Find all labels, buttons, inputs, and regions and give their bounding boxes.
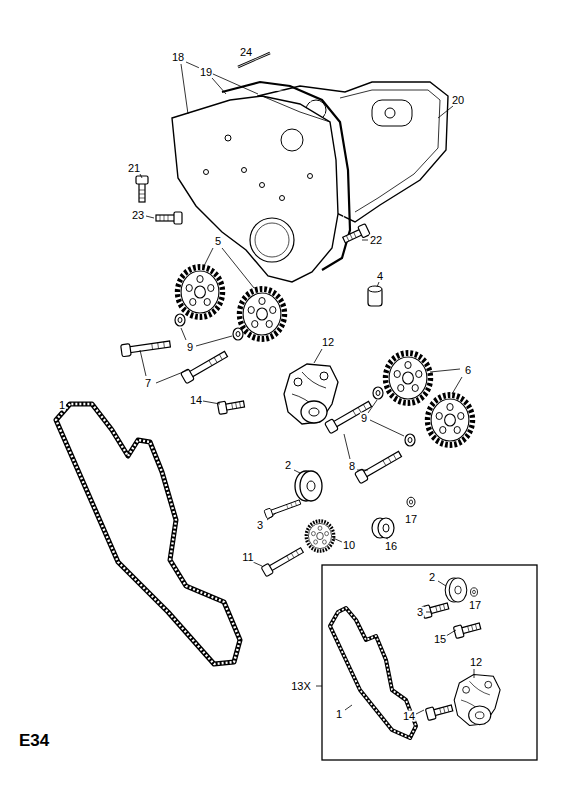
callout-number: 20: [451, 95, 465, 106]
callout-number: 2: [428, 572, 436, 583]
callout-number: 3: [416, 607, 424, 618]
callout-number: 1: [58, 400, 66, 411]
callout-number: 8: [348, 461, 356, 472]
callout-number: 9: [186, 342, 194, 353]
callout-number: 12: [321, 337, 335, 348]
callout-number: 7: [144, 378, 152, 389]
callout-number: 15: [433, 634, 447, 645]
callout-number: 12: [469, 657, 483, 668]
callout-number: 5: [214, 236, 222, 247]
callout-number: 17: [404, 514, 418, 525]
callout-number: 13X: [290, 681, 312, 692]
callout-number: 16: [384, 541, 398, 552]
callout-number: 9: [360, 413, 368, 424]
callout-number: 17: [468, 600, 482, 611]
callout-number: 14: [402, 711, 416, 722]
callout-number: 3: [256, 520, 264, 531]
callout-number: 2: [284, 460, 292, 471]
callout-number: 23: [131, 210, 145, 221]
callout-number: 18: [171, 52, 185, 63]
callout-number: 22: [369, 235, 383, 246]
callout-number: 10: [342, 540, 356, 551]
callout-number: 6: [464, 365, 472, 376]
callout-number: 24: [239, 47, 253, 58]
leader-lines: [140, 62, 474, 714]
callout-number: 1: [335, 709, 343, 720]
callout-number: 21: [127, 163, 141, 174]
callout-number: 11: [241, 552, 254, 563]
figure-code: E34: [18, 732, 50, 749]
callout-number: 4: [376, 271, 384, 282]
callout-number: 19: [199, 67, 213, 78]
callout-number: 14: [189, 395, 203, 406]
